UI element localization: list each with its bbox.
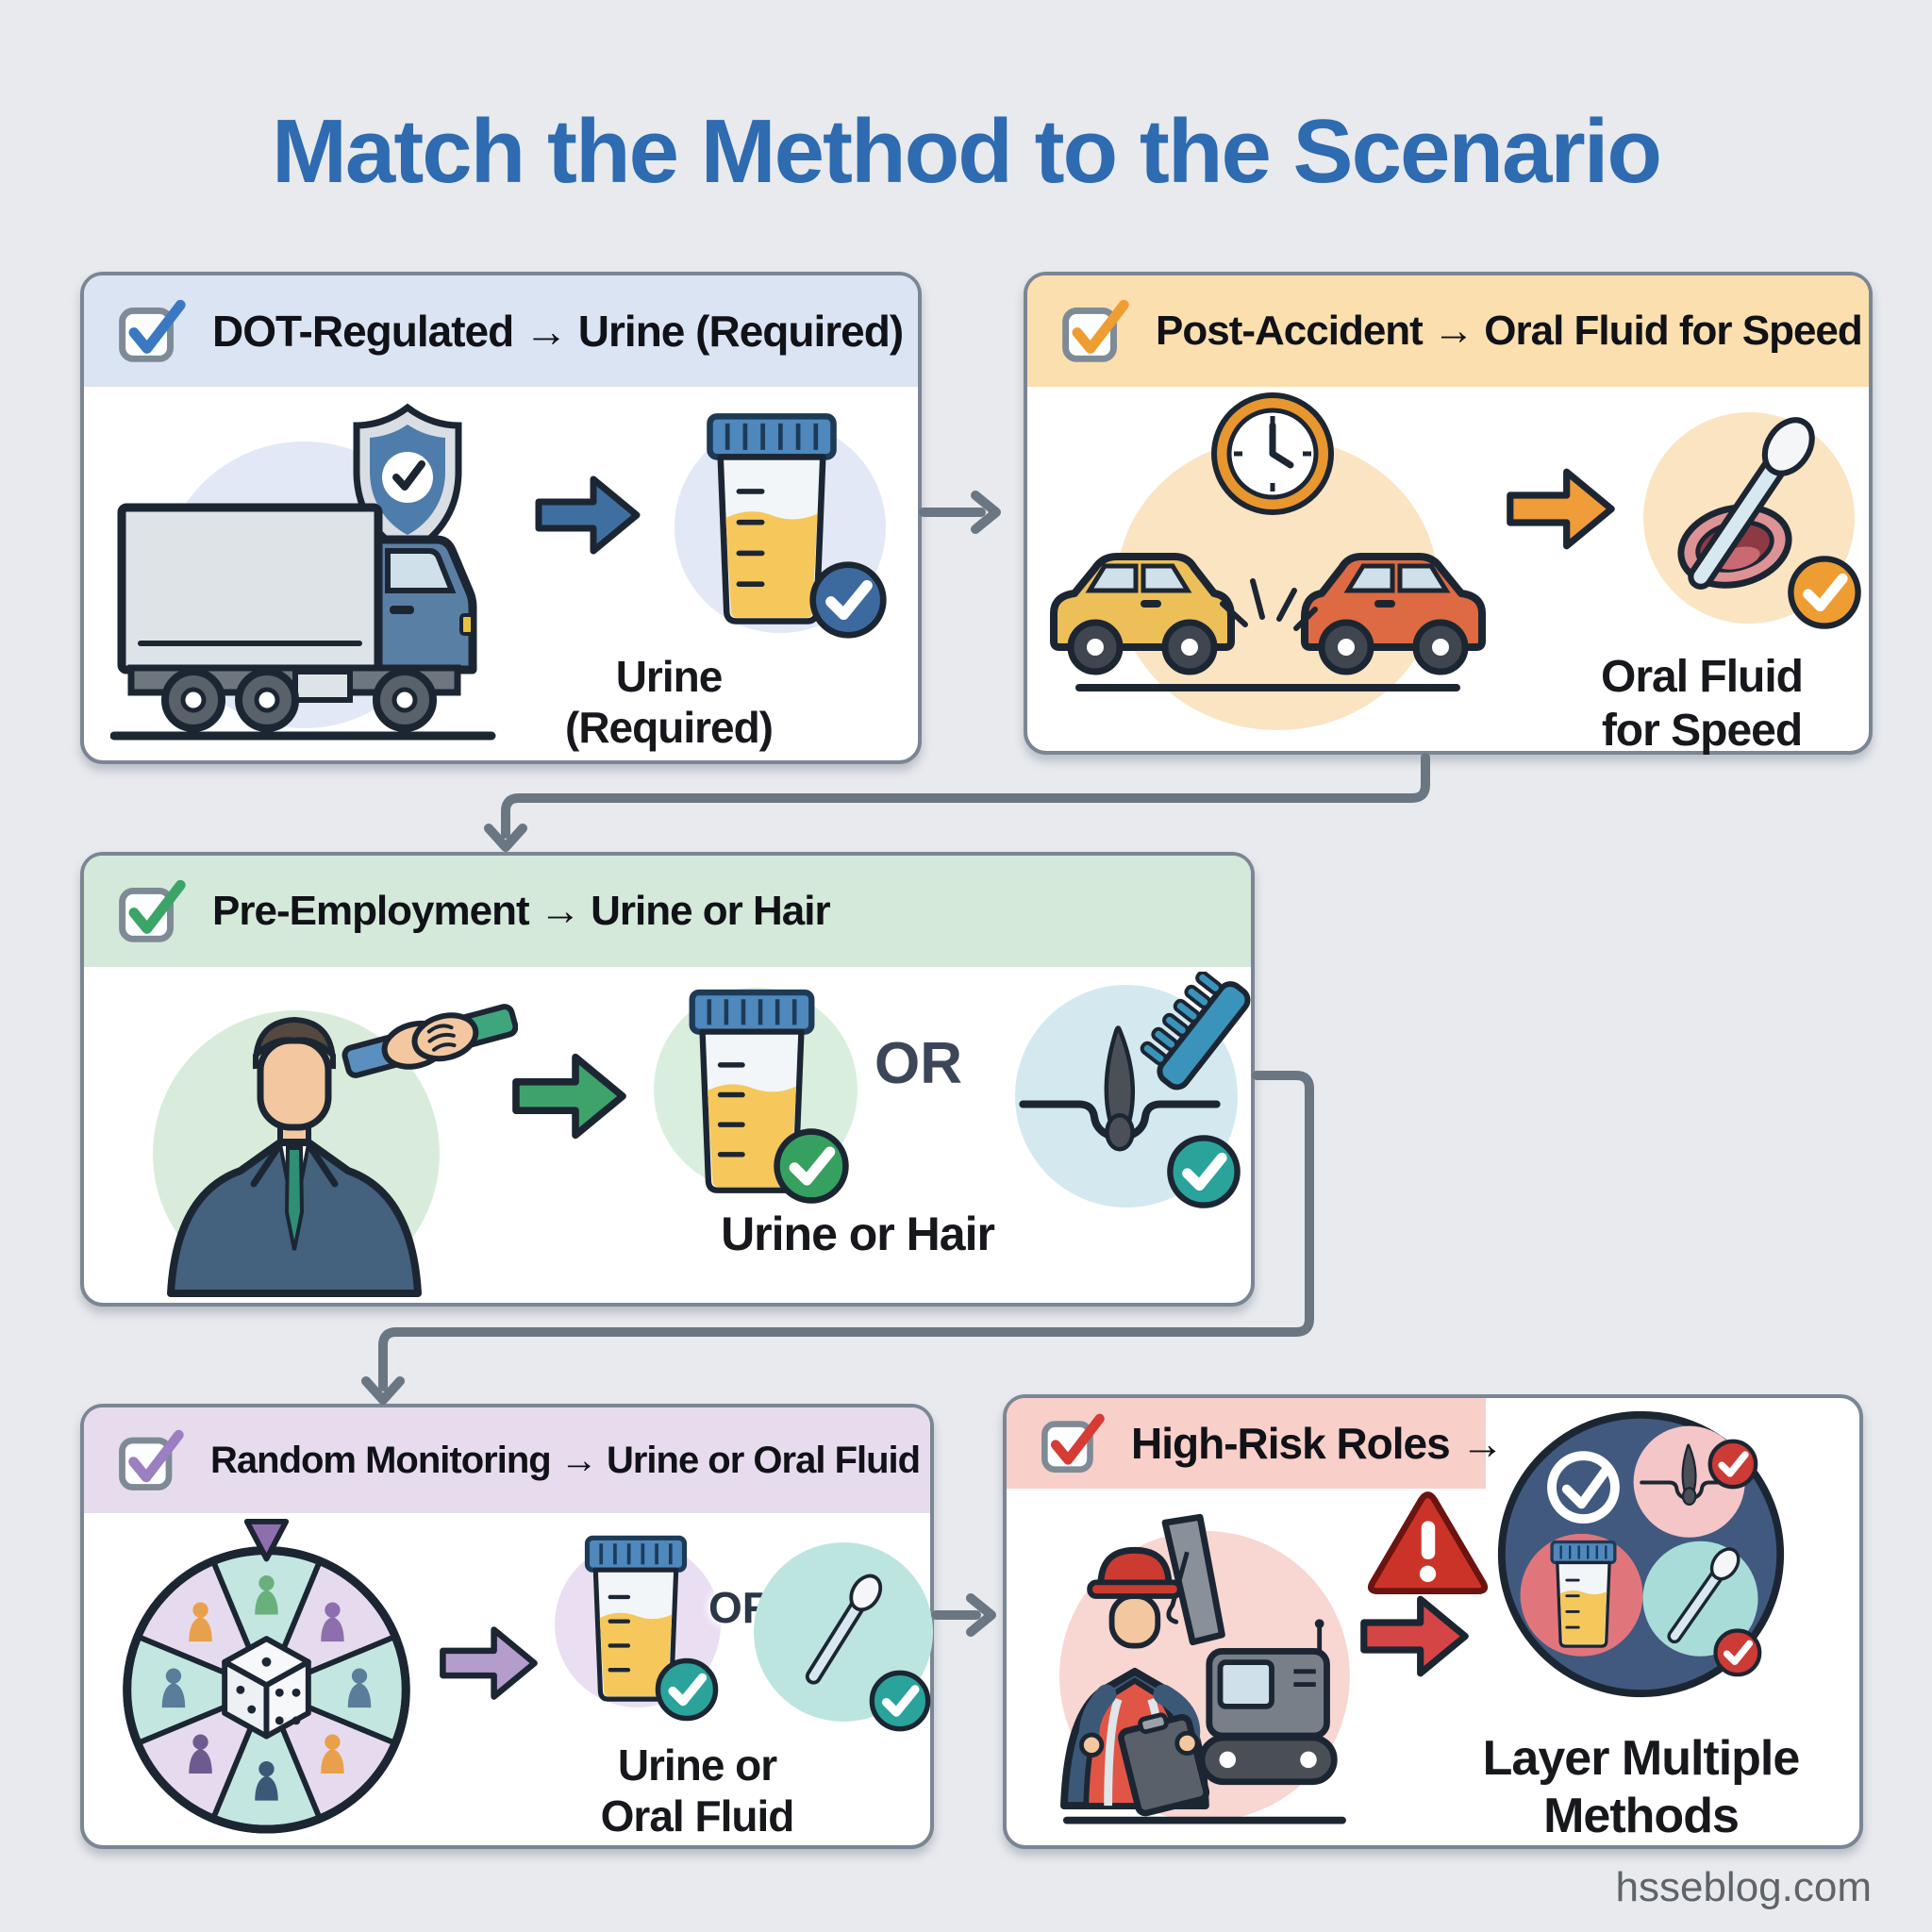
panel-pre-employment: Pre-Employment → Urine or Hair OR	[80, 852, 1255, 1307]
hair-follicle-icon	[1015, 972, 1251, 1222]
businessman-icon	[153, 1004, 518, 1297]
panel-high-risk-result: Layer Multiple Methods	[1482, 1731, 1801, 1844]
arrowhead-icon	[361, 1376, 405, 1405]
urine-cup-icon	[1550, 1540, 1617, 1648]
check-badge-icon	[777, 1132, 846, 1201]
urine-cup-icon	[654, 988, 858, 1217]
arrowhead-icon	[484, 824, 527, 852]
oral-swab-icon	[754, 1542, 933, 1750]
panel-high-risk: High-Risk Roles →	[1003, 1394, 1863, 1849]
check-badge-icon	[813, 565, 884, 636]
panel-high-risk-header: High-Risk Roles →	[1007, 1398, 1505, 1489]
urine-cup-icon	[555, 1525, 721, 1738]
or-label: OR	[874, 1031, 962, 1096]
arrowhead-icon	[966, 1593, 996, 1637]
checkbox-icon	[118, 877, 188, 945]
construction-worker-icon	[1059, 1513, 1350, 1824]
crane-icon	[1161, 1513, 1338, 1786]
warning-triangle-icon	[1367, 1491, 1489, 1594]
check-badge-icon	[1170, 1138, 1237, 1205]
impact-lines	[1220, 578, 1318, 631]
panel-post-accident: Post-Accident → Oral Fluid for Speed	[1024, 272, 1873, 756]
checkbox-icon	[1041, 1411, 1107, 1475]
car-right	[1301, 553, 1486, 675]
page-title: Match the Method to the Scenario	[271, 101, 1662, 203]
arrow-right-icon	[1497, 464, 1624, 554]
arrow-right-icon	[527, 472, 648, 558]
check-badge-icon	[1710, 1441, 1756, 1487]
layered-methods-icon	[1497, 1410, 1785, 1698]
clock-icon	[1211, 392, 1334, 515]
dice-icon	[222, 1636, 311, 1740]
checkbox-icon	[1061, 297, 1131, 365]
arrow-right-icon	[1332, 1591, 1497, 1681]
urine-cup-icon	[675, 400, 893, 655]
panel-dot-result: Urine (Required)	[565, 652, 774, 753]
check-badge-icon	[872, 1673, 927, 1728]
shield-check-icon	[353, 403, 462, 557]
panel-pre-employment-result: Urine or Hair	[721, 1208, 995, 1260]
oral-swab-icon	[1643, 391, 1867, 655]
car-left	[1050, 553, 1235, 675]
panel-post-accident-title: Post-Accident → Oral Fluid for Speed	[1156, 308, 1863, 354]
panel-random-title: Random Monitoring → Urine or Oral Fluid	[210, 1439, 921, 1481]
panel-dot-regulated: DOT-Regulated → Urine (Required)	[80, 272, 922, 764]
checkbox-icon	[118, 1427, 186, 1493]
connector-2-to-3	[501, 753, 1430, 839]
truck-shield-icon	[110, 403, 496, 741]
panel-random-header: Random Monitoring → Urine or Oral Fluid	[84, 1407, 930, 1513]
panel-pre-employment-title: Pre-Employment → Urine or Hair	[212, 888, 831, 934]
handshake-icon	[341, 1004, 518, 1078]
worker	[1060, 1546, 1210, 1817]
panel-pre-employment-header: Pre-Employment → Urine or Hair	[84, 856, 1251, 967]
check-badge-icon	[658, 1660, 715, 1718]
random-wheel-icon	[123, 1519, 410, 1834]
panel-post-accident-header: Post-Accident → Oral Fluid for Speed	[1027, 275, 1869, 387]
check-badge-icon	[1716, 1630, 1760, 1674]
panel-high-risk-title: High-Risk Roles →	[1131, 1419, 1505, 1468]
arrow-right-icon	[501, 1049, 638, 1143]
panel-dot-header: DOT-Regulated → Urine (Required)	[84, 275, 918, 387]
arrow-right-icon	[431, 1623, 546, 1704]
watermark: hsseblog.com	[1615, 1864, 1872, 1910]
arrowhead-icon	[971, 491, 1001, 534]
panel-dot-title: DOT-Regulated → Urine (Required)	[212, 307, 904, 356]
panel-random-result: Urine or Oral Fluid	[600, 1740, 795, 1841]
truck-icon	[110, 503, 496, 741]
panel-random-monitoring: Random Monitoring → Urine or Oral Fluid	[80, 1404, 934, 1849]
car-crash-icon	[1050, 392, 1486, 730]
check-badge-icon	[1790, 558, 1857, 625]
checkbox-icon	[118, 297, 188, 365]
panel-post-accident-result: Oral Fluid for Speed	[1600, 652, 1804, 756]
